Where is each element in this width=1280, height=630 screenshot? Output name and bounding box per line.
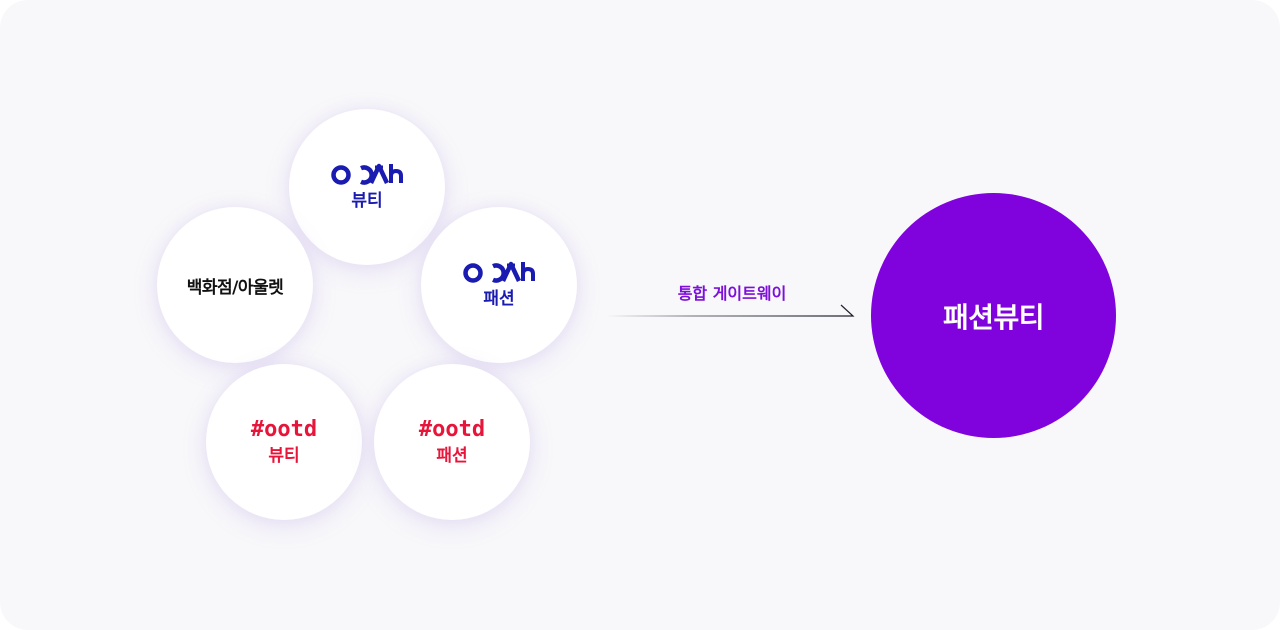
- ootd-logo: #ootd: [250, 416, 318, 442]
- target-label: 패션뷰티: [942, 300, 1045, 334]
- source-label: 패션: [436, 445, 468, 466]
- source-label: 뷰티: [268, 445, 300, 466]
- ooah-logo: [331, 163, 403, 187]
- source-label: 뷰티: [351, 190, 383, 211]
- gateway-label: 통합 게이트웨이: [677, 284, 787, 303]
- ooah-logo: [463, 261, 535, 285]
- target-circle: 패션뷰티: [871, 193, 1116, 438]
- source-label: 패션: [483, 288, 515, 309]
- source-label: 백화점/아울렛: [186, 277, 284, 298]
- source-bubble-ooah-fashion: 패션: [421, 207, 577, 363]
- source-bubble-ootd-fashion: #ootd 패션: [374, 364, 530, 520]
- source-bubble-dept-outlet: 백화점/아울렛: [157, 207, 313, 363]
- source-bubble-ootd-beauty: #ootd 뷰티: [206, 364, 362, 520]
- ootd-logo: #ootd: [418, 416, 486, 442]
- gateway-arrow-icon: [606, 304, 855, 317]
- source-bubble-ooah-beauty: 뷰티: [289, 109, 445, 265]
